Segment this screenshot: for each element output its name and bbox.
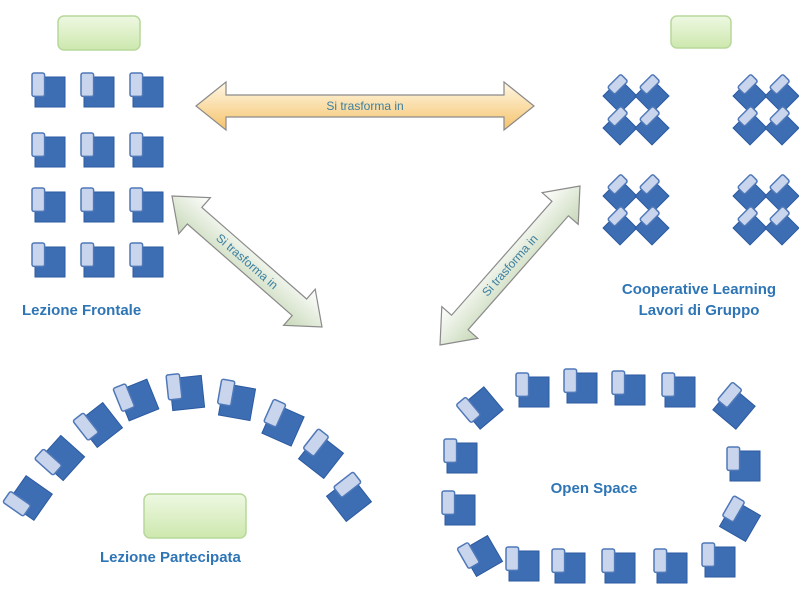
student-desk [2, 475, 53, 521]
student-desk [31, 72, 66, 108]
student-desk [602, 106, 638, 146]
student-desk [129, 242, 164, 278]
student-desk [31, 132, 66, 168]
student-desk [634, 106, 670, 146]
label-lezione-frontale: Lezione Frontale [22, 302, 142, 319]
student-desk [216, 378, 257, 422]
student-desk [764, 106, 799, 146]
student-desk [34, 434, 86, 482]
student-desk [764, 206, 799, 246]
student-desk [634, 206, 670, 246]
student-desk [165, 373, 206, 412]
student-desk [732, 106, 768, 146]
arrow-left-diagonal: Si trasforma in [171, 195, 323, 328]
student-desks [2, 72, 799, 584]
arrow-horizontal: Si trasforma in [195, 80, 535, 132]
student-desk [634, 74, 670, 114]
arrow-right-diagonal: Si trasforma in [439, 185, 581, 346]
student-desk [80, 242, 115, 278]
label-cooperative-learning: Cooperative Learning [621, 281, 777, 298]
student-desk [732, 74, 768, 114]
student-desk [72, 401, 124, 449]
student-desk [456, 386, 504, 430]
student-desk [80, 72, 115, 108]
arrow-label: Si trasforma in [479, 232, 541, 299]
student-desk [129, 187, 164, 223]
student-desk [732, 206, 768, 246]
student-desk [261, 398, 305, 447]
student-desk [443, 438, 478, 474]
label-lezione-partecipata: Lezione Partecipata [100, 549, 241, 566]
student-desk [726, 446, 761, 482]
student-desk [297, 428, 345, 480]
transform-arrows: Si trasforma in Si trasforma in Si trasfor… [171, 80, 581, 346]
student-desk [611, 370, 646, 406]
student-desk [441, 490, 476, 526]
student-desk [718, 495, 762, 543]
arrow-label: Si trasforma in [326, 99, 403, 113]
student-desk [701, 542, 736, 578]
student-desk [456, 534, 504, 578]
student-desk [505, 546, 540, 582]
label-lavori-di-gruppo: Lavori di Gruppo [638, 302, 760, 319]
student-desk [31, 187, 66, 223]
student-desk [112, 378, 160, 422]
student-desk [653, 548, 688, 584]
student-desk [80, 132, 115, 168]
student-desk [732, 174, 768, 214]
student-desk [602, 74, 638, 114]
student-desk [602, 206, 638, 246]
teacher-desk-box [57, 15, 141, 51]
label-open-space: Open Space [550, 480, 638, 497]
student-desk [601, 548, 636, 584]
student-desk [129, 132, 164, 168]
student-desk [325, 471, 373, 523]
arrow-label: Si trasforma in [213, 231, 280, 292]
student-desk [712, 381, 756, 430]
student-desk [602, 174, 638, 214]
teacher-desk-box [670, 15, 732, 49]
student-desk [80, 187, 115, 223]
student-desk [551, 548, 586, 584]
student-desk [563, 368, 598, 404]
student-desk [764, 174, 799, 214]
student-desk [515, 372, 550, 408]
student-desk [661, 372, 696, 408]
student-desk [764, 74, 799, 114]
teacher-desks [57, 15, 732, 539]
student-desk [31, 242, 66, 278]
student-desk [129, 72, 164, 108]
student-desk [634, 174, 670, 214]
teacher-desk-box [143, 493, 247, 539]
